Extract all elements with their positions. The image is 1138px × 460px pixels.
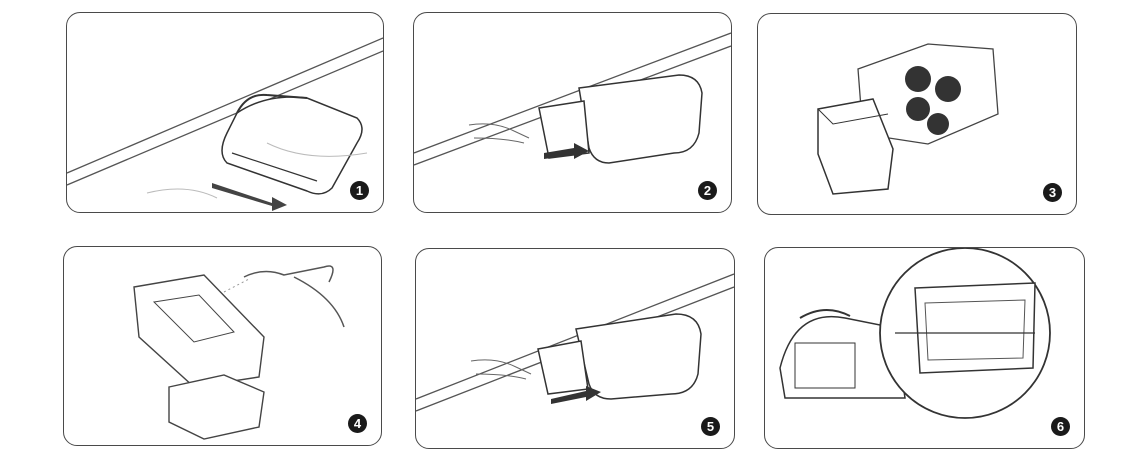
step-number-badge: 4 — [348, 414, 367, 433]
step-panel-5: 5 — [415, 248, 735, 449]
step-number-badge: 5 — [701, 417, 720, 436]
step-number-badge: 1 — [350, 181, 369, 200]
robot-pool-edge-illustration — [67, 37, 383, 211]
step-panel-1: 1 — [66, 12, 384, 213]
remove-filter-basket-illustration — [414, 32, 731, 166]
step-number-badge: 2 — [698, 181, 717, 200]
step-panel-3: 3 — [757, 13, 1077, 215]
step-panel-2: 2 — [413, 12, 732, 213]
step-number-badge: 3 — [1043, 183, 1062, 202]
step-number-badge: 6 — [1051, 417, 1070, 436]
step-panel-6: 6 — [764, 247, 1085, 449]
step-panel-4: 4 — [63, 246, 382, 446]
open-filter-basket-illustration — [817, 43, 999, 195]
rinse-filter-illustration — [133, 265, 345, 440]
insert-filter-basket-illustration — [416, 273, 734, 412]
latch-filter-closeup-illustration — [779, 248, 1051, 419]
